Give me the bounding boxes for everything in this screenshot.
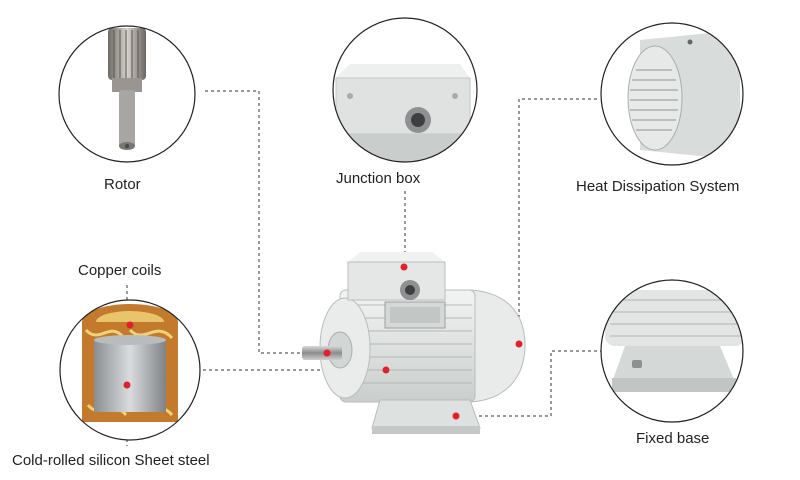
label-rotor: Rotor <box>104 176 141 193</box>
rotor-leader <box>205 90 327 354</box>
marker-sheet-steel-motor <box>382 366 390 374</box>
motor-assembly <box>302 252 526 434</box>
label-junction-box: Junction box <box>336 170 421 187</box>
marker-sheet-steel <box>123 381 131 389</box>
label-heat-dissipation: Heat Dissipation System <box>576 178 740 195</box>
marker-rotor <box>323 349 331 357</box>
heat-dissipation-leader <box>518 98 597 343</box>
stator-detail <box>59 299 201 441</box>
fixed-base-leader <box>456 350 603 417</box>
marker-heat-dissipation <box>515 340 523 348</box>
marker-copper-coils <box>126 321 134 329</box>
label-sheet-steel: Cold-rolled silicon Sheet steel <box>12 452 210 469</box>
marker-junction-box <box>400 263 408 271</box>
label-fixed-base: Fixed base <box>636 430 710 447</box>
rotor-detail <box>58 25 196 163</box>
fixed-base-detail <box>600 279 744 423</box>
heat-dissipation-detail <box>600 22 744 166</box>
junction-box-detail <box>332 17 478 163</box>
label-copper-coils: Copper coils <box>78 262 162 279</box>
marker-fixed-base <box>452 412 460 420</box>
callout-markers <box>123 263 523 420</box>
